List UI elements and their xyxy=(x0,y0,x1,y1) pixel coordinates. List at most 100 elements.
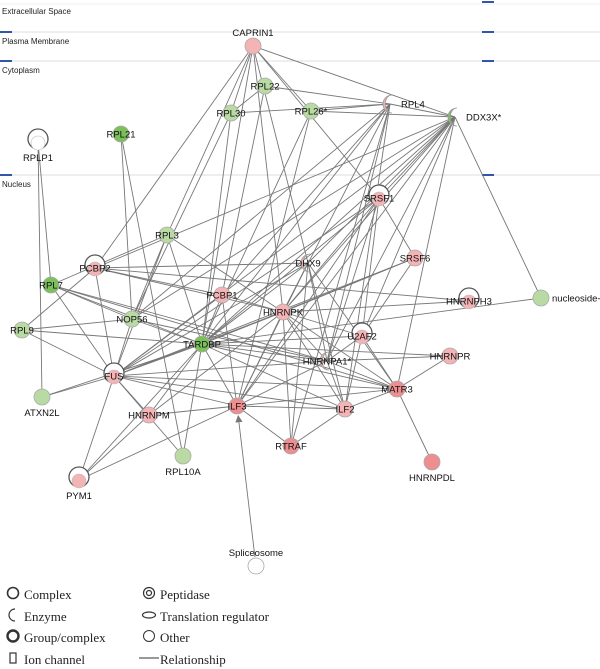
node-ilf2[interactable]: ILF2 xyxy=(335,400,355,418)
node-label: RPL4 xyxy=(401,100,425,111)
other-icon xyxy=(138,629,160,647)
node-rpl9[interactable]: RPL9 xyxy=(10,321,34,339)
edge-tardbp-rpl10a xyxy=(182,343,203,457)
node-shape xyxy=(30,135,46,151)
node-u2af2[interactable]: U2AF2 xyxy=(347,322,377,345)
node-shape xyxy=(71,473,87,489)
node-shape xyxy=(106,369,122,385)
node-tardbp[interactable]: TARDBP xyxy=(183,335,221,353)
edge-rpl9-fus xyxy=(21,329,115,377)
edge-ilf3-ilf2 xyxy=(236,405,346,410)
edge-rpl4-tardbp xyxy=(201,103,391,345)
node-rplp1[interactable]: RPLP1 xyxy=(23,128,53,164)
node-ilf3[interactable]: ILF3 xyxy=(227,397,247,415)
edge-caprin1-rpl30 xyxy=(230,45,254,114)
edge-hnrnpk-hnrnpa1 xyxy=(282,311,328,362)
node-label: nucleoside-triphosphatase xyxy=(552,294,600,305)
node-label: RPL22 xyxy=(250,82,279,93)
node-hnrnpm[interactable]: HNRNPM xyxy=(128,406,170,424)
edge-tardbp-hnrnpa1 xyxy=(201,343,328,362)
edge-tardbp-hnrnpm xyxy=(148,343,203,416)
edge-rpl26-ilf3 xyxy=(236,110,312,407)
node-rpl4[interactable]: RPL4 xyxy=(382,94,425,114)
edge-ilf3-pym1 xyxy=(78,405,238,481)
edge-hnrnpk-rtraf xyxy=(282,311,292,447)
node-hnrnpdl[interactable]: HNRNPDL xyxy=(409,453,455,484)
edge-ddx3x-nop56 xyxy=(131,116,456,320)
node-label: RTRAF xyxy=(275,442,307,453)
node-rpl26[interactable]: RPL26* xyxy=(295,102,328,120)
node-shape xyxy=(302,102,320,120)
node-pym1[interactable]: PYM1 xyxy=(66,466,92,502)
node-rpl10a[interactable]: RPL10A xyxy=(165,447,201,478)
node-label: PCBP2 xyxy=(79,264,110,275)
node-label: U2AF2 xyxy=(347,332,377,343)
node-fus[interactable]: FUS xyxy=(103,362,125,385)
edge-rpl7-matr3 xyxy=(50,284,398,390)
legend-item-enzyme: Enzyme xyxy=(2,608,67,626)
node-hnrnpk[interactable]: HNRNPK xyxy=(263,303,304,321)
node-atxn2l[interactable]: ATXN2L xyxy=(24,388,60,419)
node-shape xyxy=(388,380,406,398)
node-rpl7[interactable]: RPL7 xyxy=(39,276,63,294)
edge-rpl3-tardbp xyxy=(166,234,203,345)
edge-dhx9-hnrnpa1 xyxy=(307,262,328,362)
edge-fus-ilf2 xyxy=(113,375,346,410)
legend: Complex Enzyme Group/complex Ion channel… xyxy=(0,584,600,669)
node-label: HNRNPA1* xyxy=(303,357,352,368)
node-ntpase[interactable]: nucleoside-triphosphatase xyxy=(532,289,600,307)
node-srsf1[interactable]: SRSF1 xyxy=(364,184,395,207)
edge-rpl9-pcbp2 xyxy=(21,267,96,331)
node-label: RPL3 xyxy=(155,231,179,242)
node-rpl30[interactable]: RPL30 xyxy=(216,104,246,122)
node-spliceosome[interactable]: Spliceosome xyxy=(229,548,283,575)
legend-label: Enzyme xyxy=(24,609,67,624)
edge-tardbp-hnrnpr xyxy=(201,343,451,357)
node-dhx9[interactable]: DHX9 xyxy=(295,253,321,273)
arrow-spliceosome-ilf3 xyxy=(235,415,256,558)
translation-regulator-icon xyxy=(138,608,160,626)
node-nop56[interactable]: NOP56 xyxy=(116,310,148,328)
node-pcbp2[interactable]: PCBP2 xyxy=(79,254,111,277)
node-hnrnpr[interactable]: HNRNPR xyxy=(430,347,471,365)
edge-layer xyxy=(21,45,542,558)
edge-rpl4-ddx3x xyxy=(389,103,456,118)
peptidase-icon xyxy=(138,586,160,604)
node-hnrnph3[interactable]: HNRNPH3 xyxy=(446,287,492,310)
legend-item-group: Group/complex xyxy=(2,629,106,647)
node-hnrnpa1[interactable]: HNRNPA1* xyxy=(303,351,352,371)
edge-srsf1-tardbp xyxy=(201,197,380,345)
edge-tardbp-u2af2 xyxy=(201,335,363,345)
node-shape xyxy=(447,107,458,127)
node-rtraf[interactable]: RTRAF xyxy=(275,437,307,455)
edge-rpl22-rpl4 xyxy=(264,85,391,105)
node-matr3[interactable]: MATR3 xyxy=(381,380,413,398)
node-shape xyxy=(42,276,60,294)
lane-label-membrane: Plasma Membrane xyxy=(2,37,70,46)
edge-hnrnpa1-hnrnpr xyxy=(326,355,451,362)
edge-rpl3-fus xyxy=(113,234,168,377)
edge-nop56-tardbp xyxy=(131,318,203,345)
node-rpl22[interactable]: RPL22 xyxy=(250,77,280,95)
node-shape xyxy=(406,249,424,267)
node-srsf6[interactable]: SRSF6 xyxy=(400,249,431,267)
edge-rpl7-hnrnpa1 xyxy=(50,284,328,362)
node-label: TARDBP xyxy=(183,340,221,351)
node-rpl3[interactable]: RPL3 xyxy=(155,226,179,244)
edge-hnrnpk-hnrnph3 xyxy=(282,300,470,313)
edge-pcbp1-hnrnpk xyxy=(221,294,284,313)
node-shape xyxy=(87,261,103,277)
edge-ddx3x-srsf1 xyxy=(378,116,456,199)
node-pcbp1[interactable]: PCBP1 xyxy=(206,286,238,304)
node-ddx3x[interactable]: DDX3X* xyxy=(447,107,502,127)
node-label: ATXN2L xyxy=(24,408,59,419)
edge-pcbp1-tardbp xyxy=(201,294,223,345)
network-diagram: Extracellular Space Plasma Membrane Cyto… xyxy=(0,1,600,575)
node-rpl21[interactable]: RPL21 xyxy=(106,125,136,143)
node-caprin1[interactable]: CAPRIN1 xyxy=(232,28,274,55)
edge-rpl26-rpl4 xyxy=(310,103,391,112)
node-shape xyxy=(461,294,477,310)
node-label: CAPRIN1 xyxy=(232,28,273,39)
legend-label: Peptidase xyxy=(160,587,210,602)
node-shape xyxy=(33,388,51,406)
